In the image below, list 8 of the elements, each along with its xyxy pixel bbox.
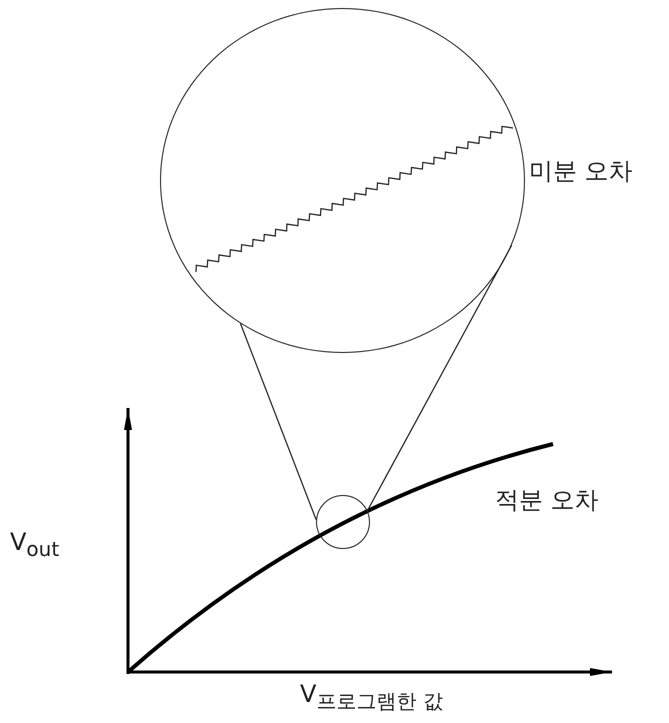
magnifier-circle (316, 495, 370, 549)
error-label: 적분 오차 (495, 488, 599, 512)
axis-label: V$_{프로그램한 값}$ (300, 682, 443, 711)
magnified-circle (160, 8, 525, 353)
error-label: 미분 오차 (529, 158, 633, 182)
zoom-line (240, 323, 317, 520)
zoom-line (366, 244, 512, 511)
axis-label: V$_{out}$ (10, 530, 60, 559)
